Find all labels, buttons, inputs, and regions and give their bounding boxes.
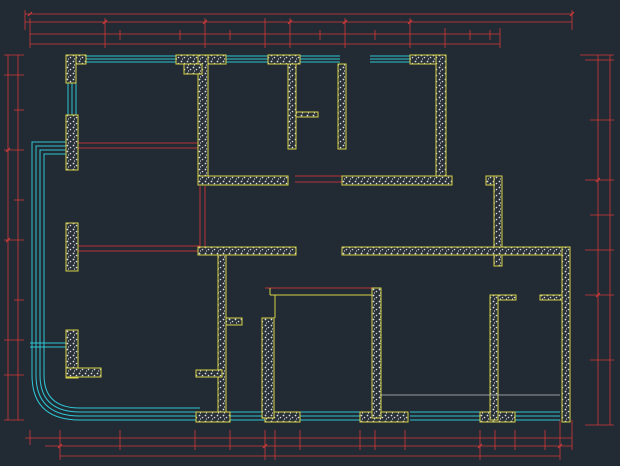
beam-lines	[78, 142, 375, 289]
dimensions-top	[24, 10, 573, 48]
walls	[65, 54, 571, 423]
dimensions-right	[580, 54, 614, 426]
interior-thin-lines	[225, 148, 372, 370]
dimension-ticks	[5, 11, 601, 449]
curved-window	[30, 141, 200, 421]
windows	[67, 55, 560, 421]
dimensions-left	[4, 54, 24, 421]
dimensions-bottom	[25, 420, 573, 460]
